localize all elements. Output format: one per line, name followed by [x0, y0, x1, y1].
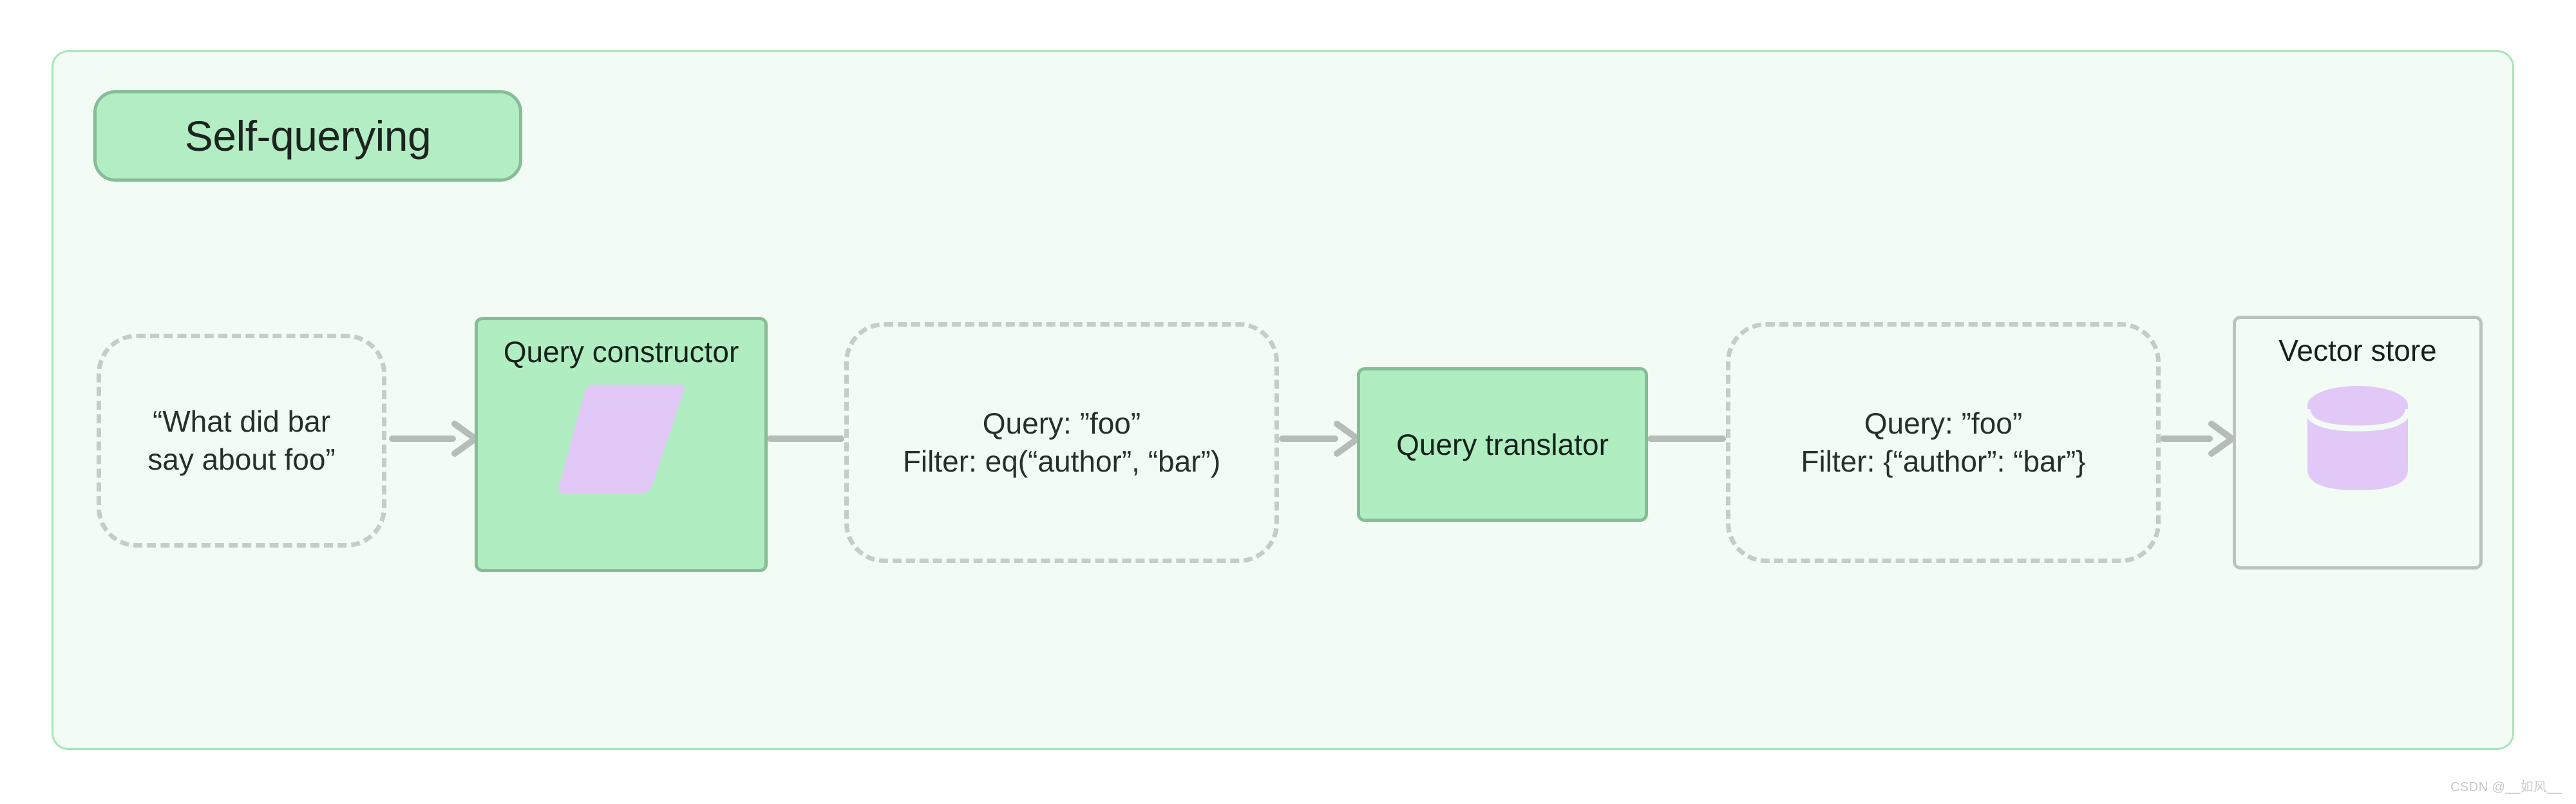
edge-structured-query-to-query-translator — [1279, 421, 1361, 457]
node-native-query[interactable]: Query: ”foo” Filter: {“author”: “bar”} — [1726, 322, 2161, 563]
edge-line — [1647, 436, 1726, 442]
subgraph-title-label: Self-querying — [184, 112, 431, 160]
node-structured-query[interactable]: Query: ”foo” Filter: eq(“author”, “bar”) — [844, 322, 1279, 563]
edge-line — [2160, 436, 2213, 442]
edge-query-translator-to-native-query — [1647, 436, 1726, 442]
watermark-text: CSDN @__如风__ — [2450, 780, 2562, 794]
structured-query-text: Query: ”foo” Filter: eq(“author”, “bar”) — [902, 407, 1221, 478]
subgraph-title-pill: Self-querying — [93, 90, 522, 182]
native-query-text: Query: ”foo” Filter: {“author”: “bar”} — [1801, 407, 2086, 478]
node-query-translator[interactable]: Query translator — [1357, 367, 1648, 522]
edge-question-to-query-constructor — [389, 421, 478, 457]
query-constructor-label: Query constructor — [503, 335, 739, 368]
edge-line — [767, 436, 844, 442]
edge-native-query-to-vector-store — [2160, 421, 2235, 457]
vector-store-label: Vector store — [2278, 334, 2437, 367]
node-vector-store[interactable]: Vector store — [2233, 316, 2483, 570]
edge-query-constructor-to-structured-query — [767, 436, 844, 442]
node-user-question[interactable]: “What did bar say about foo” — [97, 334, 386, 548]
user-question-text: “What did bar say about foo” — [147, 405, 336, 476]
parallelogram-icon — [554, 376, 689, 498]
query-translator-label: Query translator — [1396, 428, 1609, 461]
edge-line — [1279, 436, 1338, 442]
arrowhead-icon — [2208, 420, 2236, 457]
edge-line — [389, 436, 456, 442]
node-query-constructor[interactable]: Query constructor — [475, 317, 768, 572]
database-cylinder-icon — [2300, 379, 2416, 495]
